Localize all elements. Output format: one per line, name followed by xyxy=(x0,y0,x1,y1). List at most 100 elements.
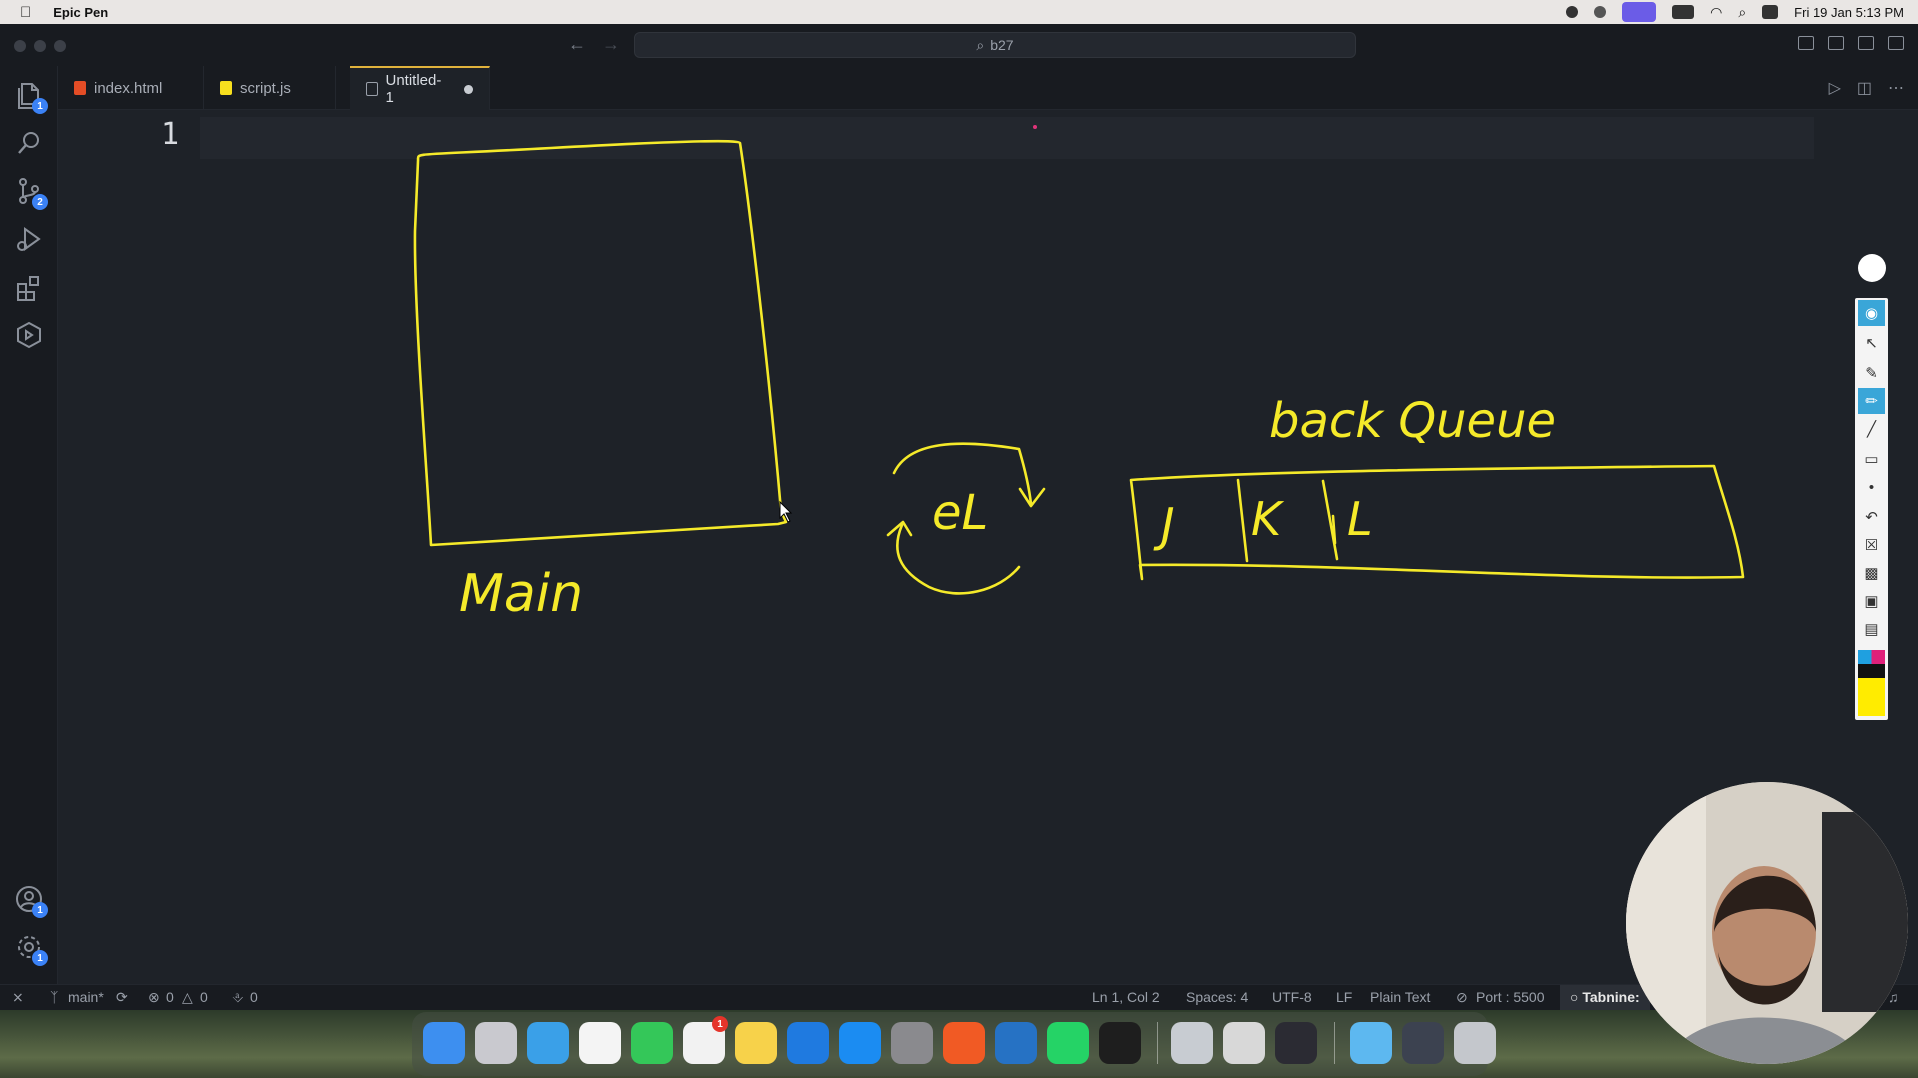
queue-item-l: L xyxy=(1347,492,1373,546)
eye-icon[interactable]: ◉ xyxy=(1858,300,1885,326)
brush-size-icon[interactable]: • xyxy=(1868,478,1875,496)
tab-index-html[interactable]: index.html xyxy=(58,66,204,110)
remote-explorer-icon[interactable] xyxy=(14,320,44,350)
explorer-icon[interactable]: 1 xyxy=(14,80,48,114)
cloud-icon[interactable] xyxy=(1594,6,1607,18)
split-editor-icon[interactable]: ◫ xyxy=(1856,80,1872,97)
wifi-icon[interactable]: ◠ xyxy=(1710,3,1723,20)
language-mode[interactable]: Plain Text xyxy=(1370,989,1431,1005)
cursor-tool-icon[interactable]: ↖ xyxy=(1865,335,1878,352)
run-icon[interactable]: ▷ xyxy=(1828,80,1841,97)
highlighter-tool-icon[interactable]: ✏ xyxy=(1858,388,1885,414)
warning-count[interactable]: 0 xyxy=(200,989,208,1005)
dock-launchpad-icon[interactable] xyxy=(475,1022,517,1064)
dock-whatsapp-icon[interactable] xyxy=(1047,1022,1089,1064)
forward-arrow-icon[interactable]: → xyxy=(602,34,620,54)
record-icon[interactable] xyxy=(1566,6,1579,18)
label-main: Main xyxy=(459,564,583,624)
indentation[interactable]: Spaces: 4 xyxy=(1186,989,1249,1005)
dock-system-settings-icon[interactable] xyxy=(891,1022,933,1064)
screen-share-icon[interactable] xyxy=(1622,2,1657,22)
dock-separator xyxy=(1334,1022,1335,1064)
tab-script-js[interactable]: script.js xyxy=(204,66,336,110)
dock-finder-icon[interactable] xyxy=(423,1022,465,1064)
battery-icon[interactable] xyxy=(1672,5,1695,19)
undo-icon[interactable]: ↶ xyxy=(1865,509,1878,526)
ports-count[interactable]: 0 xyxy=(250,989,258,1005)
zoom-window-button[interactable] xyxy=(54,40,66,52)
live-server-port[interactable]: Port : 5500 xyxy=(1476,989,1545,1005)
branch-icon[interactable]: ᛉ xyxy=(50,989,59,1005)
clipboard-icon[interactable]: ▤ xyxy=(1864,621,1879,638)
pen-tool-icon[interactable]: ✎ xyxy=(1865,365,1878,382)
search-icon[interactable] xyxy=(14,128,44,158)
color-swatch-black[interactable] xyxy=(1858,664,1885,678)
dock-brave-icon[interactable] xyxy=(943,1022,985,1064)
camera-icon[interactable]: ▣ xyxy=(1864,593,1879,610)
line-tool-icon[interactable]: ╱ xyxy=(1866,421,1877,438)
dock-epic-pen-icon[interactable] xyxy=(1099,1022,1141,1064)
source-control-icon[interactable]: 2 xyxy=(14,176,48,210)
command-center[interactable]: ⌕ b27 xyxy=(634,32,1356,58)
dock-visual-studio-code-icon[interactable] xyxy=(995,1022,1037,1064)
cursor-position[interactable]: Ln 1, Col 2 xyxy=(1092,989,1160,1005)
notifications-bell-icon[interactable]: ♫ xyxy=(1888,989,1899,1005)
color-swatch-cyan-magenta[interactable] xyxy=(1858,650,1885,664)
dock-screenshots-icon[interactable] xyxy=(1402,1022,1444,1064)
back-arrow-icon[interactable]: ← xyxy=(568,34,586,54)
color-swatch-yellow[interactable] xyxy=(1858,678,1885,716)
whiteboard-icon[interactable]: ▩ xyxy=(1864,565,1879,582)
dock-downloads-icon[interactable] xyxy=(1350,1022,1392,1064)
sync-icon[interactable]: ⟳ xyxy=(116,989,128,1005)
dock-facetime-icon[interactable] xyxy=(631,1022,673,1064)
command-center-label: b27 xyxy=(990,37,1014,53)
settings-gear-icon[interactable]: 1 xyxy=(14,932,48,966)
toggle-primary-sidebar-icon[interactable] xyxy=(1798,36,1814,50)
epic-pen-logo-icon[interactable] xyxy=(1858,254,1886,282)
search-icon: ⌕ xyxy=(976,36,985,53)
tabnine-status[interactable]: ○ Tabnine: xyxy=(1560,985,1650,1011)
accounts-icon[interactable]: 1 xyxy=(14,884,48,918)
tabnine-label: Tabnine: xyxy=(1582,989,1640,1005)
trash-icon[interactable]: ☒ xyxy=(1864,537,1879,554)
error-count[interactable]: 0 xyxy=(166,989,174,1005)
dock-photos-icon[interactable] xyxy=(579,1022,621,1064)
unsaved-dot-icon[interactable] xyxy=(464,84,473,94)
history-navigation: ← → xyxy=(568,34,620,55)
toggle-panel-icon[interactable] xyxy=(1828,36,1844,50)
control-center-icon[interactable] xyxy=(1762,5,1779,19)
dock-app-store-icon[interactable] xyxy=(839,1022,881,1064)
dock-notes-icon[interactable] xyxy=(735,1022,777,1064)
window-titlebar: ← → ⌕ b27 xyxy=(0,24,1918,66)
dock-font-book-icon[interactable] xyxy=(1223,1022,1265,1064)
toggle-secondary-sidebar-icon[interactable] xyxy=(1858,36,1874,50)
dock-safari-icon[interactable] xyxy=(527,1022,569,1064)
apple-icon[interactable]:  xyxy=(20,4,31,21)
queue-divider-2 xyxy=(1321,479,1339,561)
tab-untitled-1[interactable]: Untitled-1 xyxy=(350,66,490,110)
activity-bar: 1 2 1 1 xyxy=(0,66,58,984)
webcam-overlay xyxy=(1626,782,1908,1064)
dock-trash-icon[interactable] xyxy=(1454,1022,1496,1064)
customize-layout-icon[interactable] xyxy=(1888,36,1904,50)
end-of-line[interactable]: LF xyxy=(1336,989,1353,1005)
tabnine-icon: ○ xyxy=(1570,989,1583,1005)
close-window-button[interactable] xyxy=(14,40,26,52)
more-actions-icon[interactable]: ⋯ xyxy=(1888,80,1904,97)
remote-indicator-icon[interactable]: ⨯ xyxy=(12,989,24,1005)
queue-item-k: K xyxy=(1251,492,1285,546)
dock-preview-icon[interactable] xyxy=(1171,1022,1213,1064)
run-debug-icon[interactable] xyxy=(14,224,44,254)
minimize-window-button[interactable] xyxy=(34,40,46,52)
branch-name[interactable]: main* xyxy=(68,989,104,1005)
menubar-app-name[interactable]: Epic Pen xyxy=(42,4,108,20)
extensions-icon[interactable] xyxy=(14,272,44,302)
dock-keynote-icon[interactable] xyxy=(787,1022,829,1064)
editor-area[interactable]: 1 Main eL back Queue J xyxy=(59,111,1918,984)
html-file-icon xyxy=(74,81,86,95)
dock-obs-icon[interactable] xyxy=(1275,1022,1317,1064)
spotlight-icon[interactable]: ⌕ xyxy=(1738,3,1747,20)
menubar-datetime[interactable]: Fri 19 Jan 5:13 PM xyxy=(1794,4,1904,20)
encoding[interactable]: UTF-8 xyxy=(1272,989,1312,1005)
eraser-tool-icon[interactable]: ▭ xyxy=(1864,451,1879,468)
